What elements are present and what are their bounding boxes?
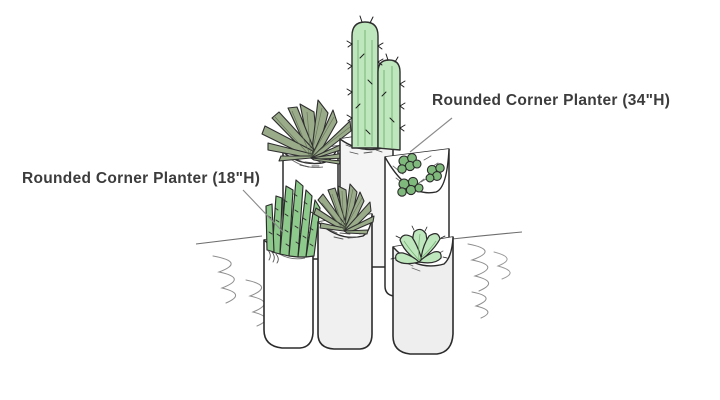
- leader-lines: [242, 117, 453, 233]
- ground-squiggle-right-2: [471, 291, 489, 319]
- ground-squiggle-left: [212, 255, 237, 304]
- planter-body-paddle: [392, 236, 454, 355]
- label-34h: Rounded Corner Planter (34"H): [432, 92, 670, 109]
- planter-body-snake: [263, 231, 314, 349]
- agave-large-veins: [274, 107, 351, 158]
- planter-paddle-succulent: [390, 225, 454, 355]
- cactus-stem-secondary: [377, 59, 401, 151]
- ground-line-right: [451, 231, 523, 240]
- plant-paddle-succulent: [390, 225, 448, 265]
- planter-body-agave-front: [317, 213, 373, 350]
- plant-columnar-cactus: [346, 15, 406, 151]
- leader-line-18h: [242, 189, 284, 233]
- planter-agave-front: [313, 183, 375, 350]
- agave-front-veins: [321, 188, 363, 231]
- plant-agave-front: [313, 183, 375, 235]
- ground-squiggle-right-3: [493, 251, 511, 280]
- snake-plant-speckles: [267, 193, 315, 247]
- ground-squiggle-right: [467, 243, 490, 292]
- planter-texture-snake: [267, 249, 279, 264]
- soil-marks-rear-left: [295, 158, 323, 168]
- cactus-ribs: [357, 30, 393, 148]
- ground-line-left: [195, 235, 263, 245]
- paddle-succulent-spines: [390, 225, 448, 260]
- plant-rosette-succulents: [397, 153, 445, 197]
- ground-layer: [195, 231, 523, 346]
- paddle-succulent-veins: [403, 233, 437, 261]
- leader-line-34h: [409, 117, 453, 153]
- planter-snake-plant: [263, 179, 321, 349]
- label-18h: Rounded Corner Planter (18"H): [22, 170, 260, 187]
- cactus-spines: [346, 15, 406, 135]
